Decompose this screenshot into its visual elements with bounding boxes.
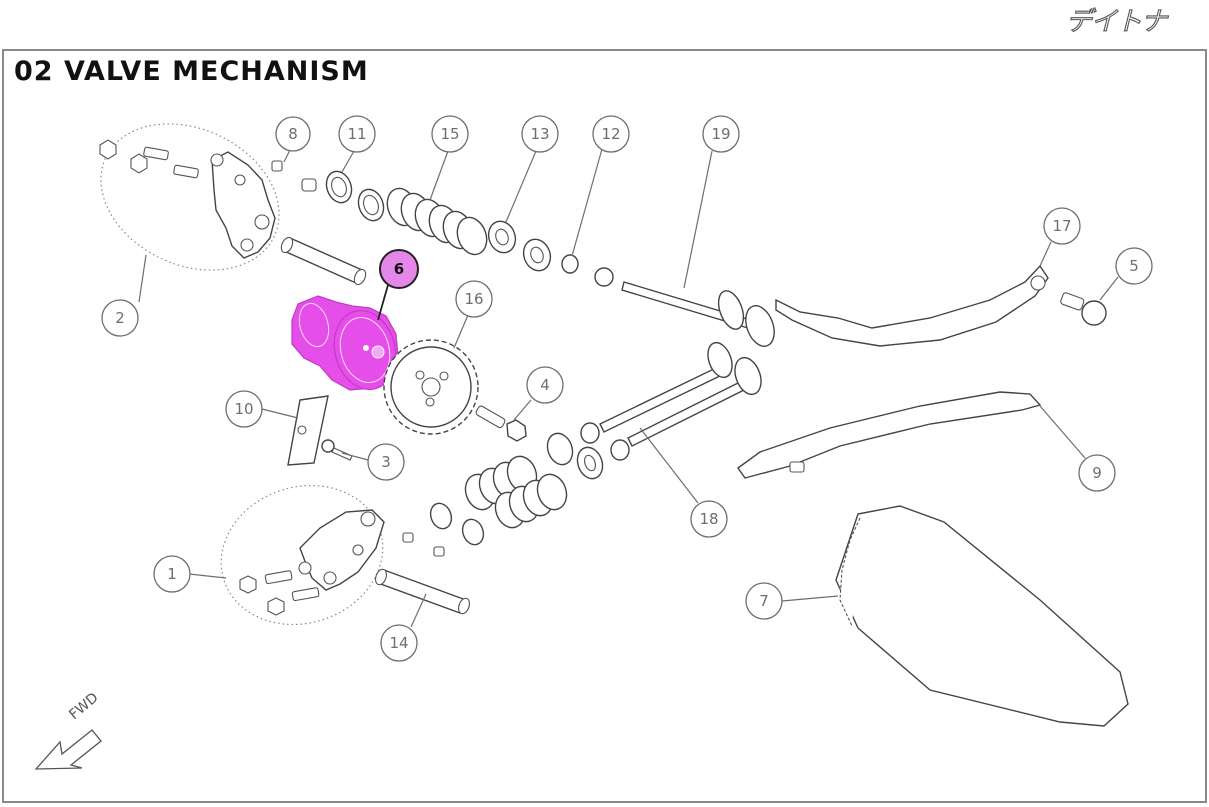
svg-text:2: 2 — [115, 309, 125, 327]
callout-4: 4 — [526, 366, 564, 404]
camshaft-highlighted — [291, 295, 399, 391]
callout-5: 5 — [1115, 247, 1153, 285]
svg-text:14: 14 — [389, 634, 408, 652]
svg-text:8: 8 — [288, 125, 298, 143]
fwd-direction-indicator: FWD — [34, 690, 102, 770]
svg-text:3: 3 — [381, 453, 391, 471]
rocker-arm-assembly-lower — [220, 484, 470, 626]
leader-lines — [138, 148, 1119, 628]
svg-text:10: 10 — [234, 400, 253, 418]
callout-8: 8 — [275, 116, 311, 152]
svg-text:9: 9 — [1092, 464, 1102, 482]
svg-text:17: 17 — [1052, 217, 1071, 235]
svg-text:6: 6 — [394, 260, 404, 278]
page-title: 02 VALVE MECHANISM — [14, 56, 369, 87]
callout-10: 10 — [225, 390, 263, 428]
callout-16: 16 — [455, 280, 493, 318]
svg-text:19: 19 — [711, 125, 730, 143]
callout-6-highlighted: 6 — [379, 249, 419, 289]
svg-text:11: 11 — [347, 125, 366, 143]
callout-19: 19 — [702, 115, 740, 153]
svg-text:5: 5 — [1129, 257, 1139, 275]
callout-15: 15 — [431, 115, 469, 153]
callout-3: 3 — [367, 443, 405, 481]
tensioner-arm — [775, 264, 1107, 347]
svg-text:4: 4 — [540, 376, 550, 394]
svg-text:15: 15 — [440, 125, 459, 143]
cam-sprocket — [383, 339, 479, 435]
callout-9: 9 — [1078, 454, 1116, 492]
rocker-arm-assembly-upper — [99, 123, 367, 286]
fwd-label: FWD — [66, 690, 101, 723]
cam-chain — [835, 505, 1129, 727]
valve-train-upper-row — [271, 160, 775, 347]
callout-13: 13 — [521, 115, 559, 153]
callout-11: 11 — [338, 115, 376, 153]
chain-guide — [737, 391, 1042, 479]
svg-text:1: 1 — [167, 565, 177, 583]
valve-train-lower-row — [402, 341, 762, 557]
svg-text:18: 18 — [699, 510, 718, 528]
cam-chain-tensioner-plate — [287, 395, 353, 466]
brand-logo: デイトナ — [1066, 7, 1169, 37]
svg-text:16: 16 — [464, 290, 483, 308]
svg-text:7: 7 — [759, 592, 769, 610]
svg-text:13: 13 — [530, 125, 549, 143]
sprocket-bolt — [475, 405, 527, 442]
diagram-frame — [2, 49, 1207, 803]
callout-2: 2 — [101, 299, 139, 337]
callout-7: 7 — [745, 582, 783, 620]
callout-17: 17 — [1043, 207, 1081, 245]
callout-12: 12 — [592, 115, 630, 153]
callout-14: 14 — [380, 624, 418, 662]
callout-1: 1 — [153, 555, 191, 593]
callout-18: 18 — [690, 500, 728, 538]
svg-text:12: 12 — [601, 125, 620, 143]
